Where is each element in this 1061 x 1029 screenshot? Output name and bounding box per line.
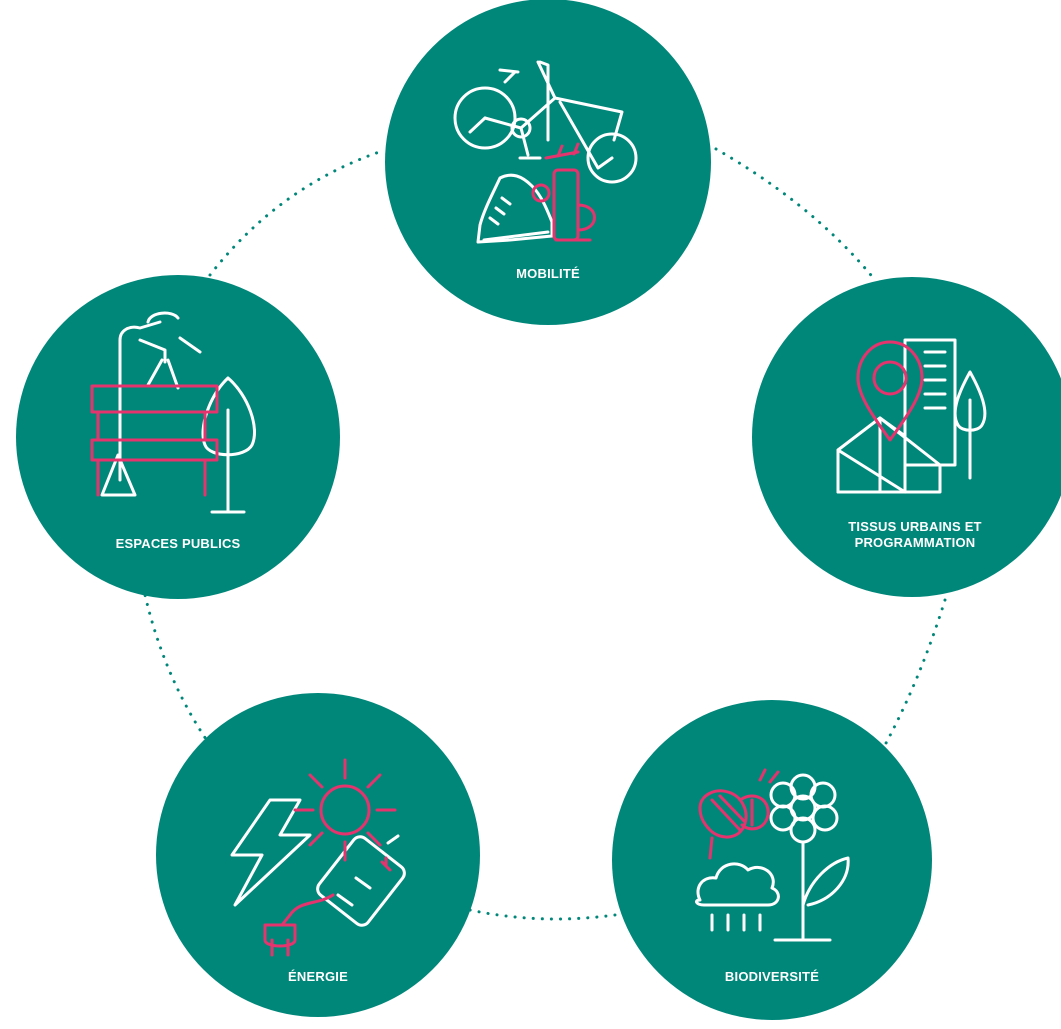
- cargo-bike-shoe-pump-icon: [453, 60, 638, 244]
- dotted-connectors: [143, 138, 947, 921]
- label-espaces-publics: ESPACES PUBLICS: [115, 536, 241, 551]
- circle-energie[interactable]: [156, 693, 480, 1017]
- connector-biodiversite-energie: [468, 908, 617, 921]
- connector-energie-espaces: [143, 593, 212, 747]
- bee-flower-cloud-icon: [695, 768, 850, 942]
- connector-tissus-biodiversite: [883, 598, 947, 747]
- connector-mobilite-tissus: [698, 138, 877, 282]
- circle-espaces[interactable]: [16, 275, 340, 599]
- lightning-sun-battery-plug-icon: [230, 758, 406, 957]
- label-mobilite: MOBILITÉ: [516, 266, 580, 281]
- circle-mobilite[interactable]: [385, 0, 711, 325]
- streetlight-bench-tree-icon: [90, 311, 256, 514]
- label-biodiversite: BIODIVERSITÉ: [724, 969, 820, 984]
- label-tissus-urbains: TISSUS URBAINS ET PROGRAMMATION: [848, 519, 982, 550]
- circle-biodiversite[interactable]: [612, 700, 932, 1020]
- connector-espaces-mobilite: [208, 148, 387, 277]
- label-energie: ÉNERGIE: [288, 969, 348, 984]
- location-pin-houses-tree-icon: [836, 338, 987, 494]
